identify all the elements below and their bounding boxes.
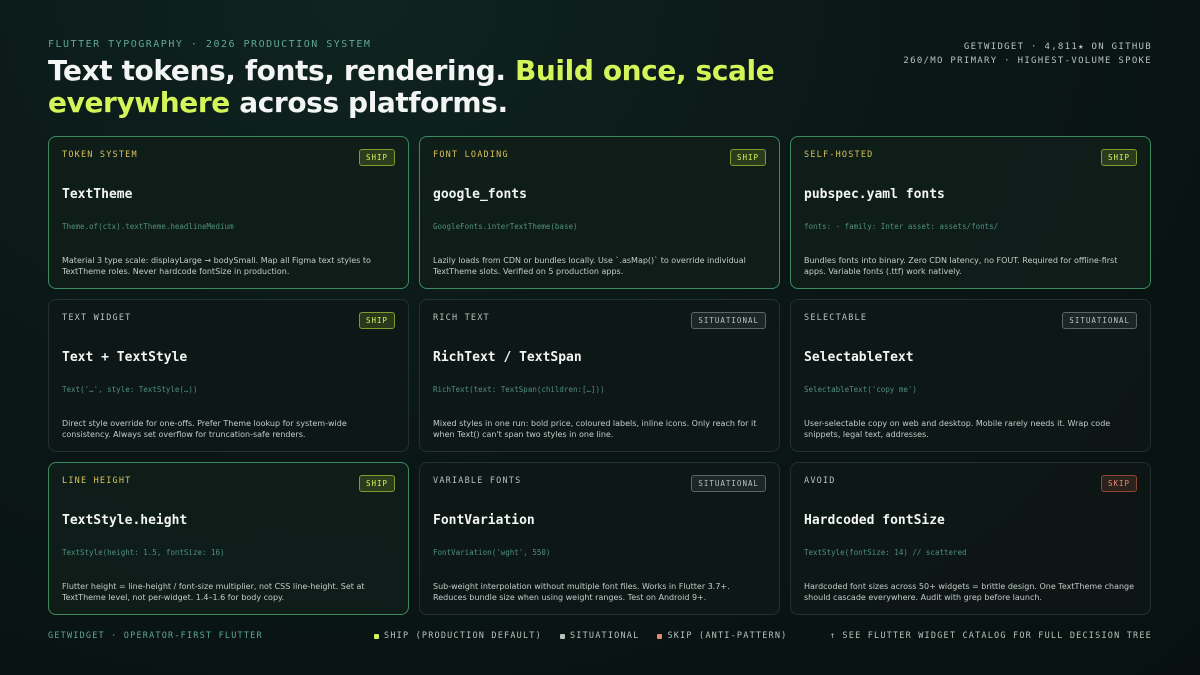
code-snippet: Theme.of(ctx).textTheme.headlineMedium [62,222,234,231]
status-badge: SITUATIONAL [691,312,766,329]
code-snippet: FontVariation('wght', 550) [433,548,551,557]
card-selectable[interactable]: SELECTABLE SITUATIONAL SelectableText Se… [790,299,1151,452]
card-line-height[interactable]: LINE HEIGHT SHIP TextStyle.height TextSt… [48,462,409,615]
legend-item-ship: SHIP (PRODUCTION DEFAULT) [374,631,542,641]
card-token-system[interactable]: TOKEN SYSTEM SHIP TextTheme Theme.of(ctx… [48,136,409,289]
card-category: TOKEN SYSTEM [62,150,138,160]
card-title: Hardcoded fontSize [804,513,945,528]
headline-accent2: everywhere [48,86,230,119]
code-snippet: TextStyle(height: 1.5, fontSize: 16) [62,548,225,557]
card-avoid[interactable]: AVOID SKIP Hardcoded fontSize TextStyle(… [790,462,1151,615]
status-badge: SHIP [358,312,395,329]
legend: SHIP (PRODUCTION DEFAULT) SITUATIONAL SK… [374,631,787,641]
card-category: LINE HEIGHT [62,476,132,486]
card-title: pubspec.yaml fonts [804,187,945,202]
card-description: Hardcoded font sizes across 50+ widgets … [804,582,1135,602]
card-category: FONT LOADING [433,150,509,160]
code-snippet: RichText(text: TextSpan(children:[…])) [433,385,605,394]
meta-volume: 260/MO PRIMARY · HIGHEST-VOLUME SPOKE [903,56,1152,66]
legend-swatch [657,633,663,639]
card-font-loading[interactable]: FONT LOADING SHIP google_fonts GoogleFon… [419,136,780,289]
card-category: SELECTABLE [804,313,868,323]
code-snippet: fonts: - family: Inter asset: assets/fon… [804,222,999,231]
legend-item-situational: SITUATIONAL [559,631,640,641]
code-snippet: SelectableText('copy me') [804,385,917,394]
card-grid: TOKEN SYSTEM SHIP TextTheme Theme.of(ctx… [48,136,1152,615]
card-description: Flutter height = line-height / font-size… [62,582,365,602]
card-title: FontVariation [433,513,535,528]
card-category: AVOID [804,476,836,486]
legend-label: SHIP (PRODUCTION DEFAULT) [384,631,542,641]
card-title: TextTheme [62,187,133,202]
card-description: Mixed styles in one run: bold price, col… [433,419,757,439]
status-badge: SHIP [1100,149,1137,166]
code-snippet: TextStyle(fontSize: 14) // scattered [804,548,967,557]
catalog-link[interactable]: ↑ SEE FLUTTER WIDGET CATALOG FOR FULL DE… [829,631,1152,641]
card-category: VARIABLE FONTS [433,476,522,486]
headline-part1: Text tokens, fonts, rendering. [48,54,515,87]
legend-item-skip: SKIP (ANTI-PATTERN) [657,631,787,641]
status-badge: SHIP [358,149,395,166]
card-description: Lazily loads from CDN or bundles locally… [433,256,746,276]
footer-brand: GETWIDGET · OPERATOR-FIRST FLUTTER [48,631,263,641]
legend-swatch [374,633,379,639]
card-text-widget[interactable]: TEXT WIDGET SHIP Text + TextStyle Text('… [48,299,409,452]
card-description: Material 3 type scale: displayLarge → bo… [62,256,371,276]
card-title: RichText / TextSpan [433,350,582,365]
card-description: Bundles fonts into binary. Zero CDN late… [804,256,1118,276]
status-badge: SKIP [1100,475,1137,492]
code-snippet: Text('…', style: TextStyle(…)) [62,385,198,394]
card-title: google_fonts [433,187,527,202]
card-self-hosted[interactable]: SELF-HOSTED SHIP pubspec.yaml fonts font… [790,136,1151,289]
card-category: TEXT WIDGET [62,313,132,323]
headline-part2: across platforms. [229,86,508,119]
status-badge: SITUATIONAL [1062,312,1137,329]
card-title: Text + TextStyle [62,350,188,365]
code-snippet: GoogleFonts.interTextTheme(base) [433,222,578,231]
card-category: SELF-HOSTED [804,150,874,160]
repo-meta: GETWIDGET · 4,811★ ON GITHUB 260/MO PRIM… [903,40,1152,68]
page-title: Text tokens, fonts, rendering. Build onc… [48,55,808,119]
eyebrow-label: FLUTTER TYPOGRAPHY · 2026 PRODUCTION SYS… [48,39,372,50]
card-rich-text[interactable]: RICH TEXT SITUATIONAL RichText / TextSpa… [419,299,780,452]
status-badge: SITUATIONAL [691,475,766,492]
legend-label: SKIP (ANTI-PATTERN) [667,631,788,641]
card-description: Direct style override for one-offs. Pref… [62,419,347,439]
legend-label: SITUATIONAL [569,631,640,641]
headline-accent1: Build once, scale [514,54,775,87]
card-title: TextStyle.height [62,513,188,528]
card-variable-fonts[interactable]: VARIABLE FONTS SITUATIONAL FontVariation… [419,462,780,615]
status-badge: SHIP [358,475,395,492]
status-badge: SHIP [729,149,766,166]
card-category: RICH TEXT [433,313,490,323]
meta-github-stars: GETWIDGET · 4,811★ ON GITHUB [963,42,1152,52]
card-description: User-selectable copy on web and desktop.… [804,419,1111,439]
legend-swatch [559,633,565,639]
card-description: Sub-weight interpolation without multipl… [433,582,730,602]
card-title: SelectableText [804,350,914,365]
